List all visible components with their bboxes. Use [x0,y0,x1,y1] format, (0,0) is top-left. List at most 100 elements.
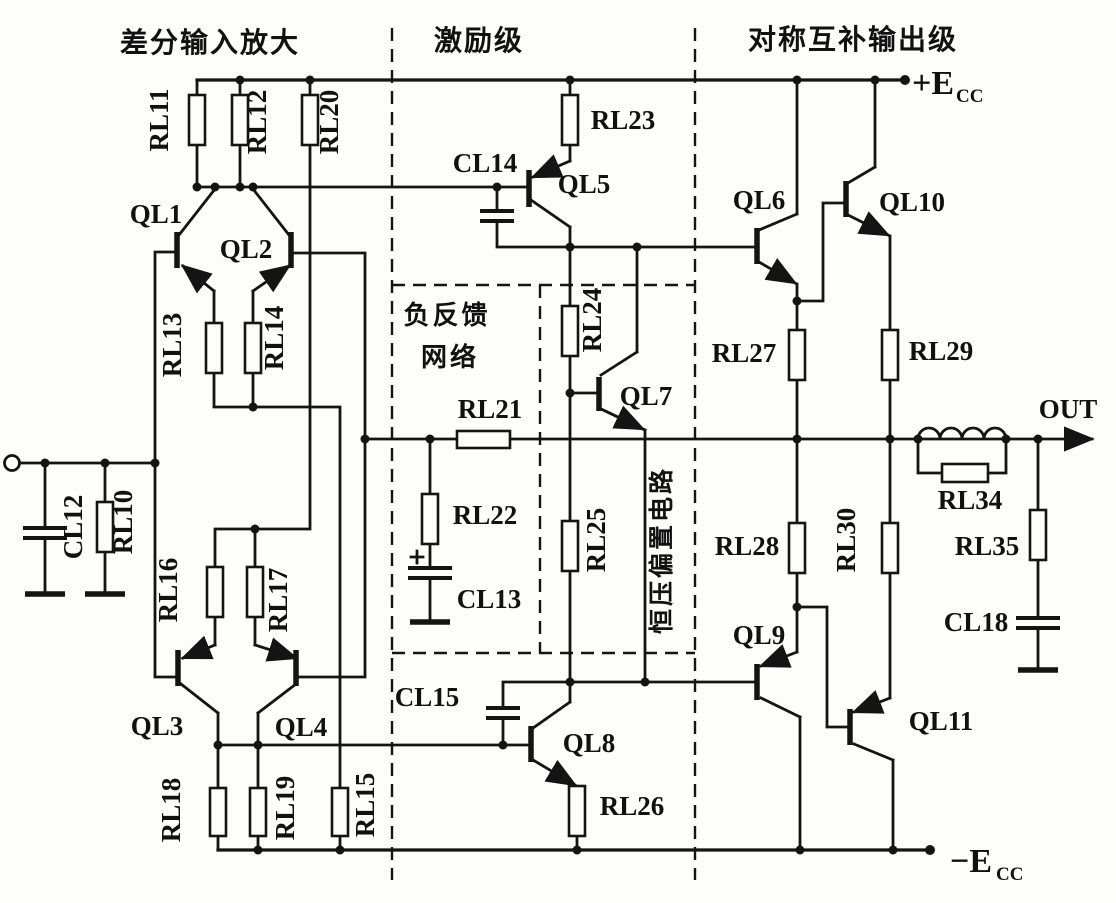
transistor-emitter-arrows [180,154,892,787]
label-rl17: RL17 [263,568,293,633]
resistor-rl34 [940,462,990,484]
ql6-emitter [757,258,798,285]
resistor-rl23 [560,93,580,147]
wire [757,78,1040,852]
transistor-bars [174,170,853,762]
capacitor-cl12 [23,526,67,540]
input-terminal [3,454,21,472]
resistor-rl19 [248,786,268,838]
ql2-emitter [251,264,292,293]
junction-dots [40,75,1043,855]
label-rl10: RL10 [108,490,138,555]
resistor-rl15 [330,786,350,838]
resistor-rl11 [187,93,207,147]
ql11-emitter [851,690,892,714]
resistor-rl14 [243,321,263,375]
stage-titles: 差分输入放大 激励级 对称互补输出级 [120,23,958,59]
capacitors [23,209,1060,720]
resistor-rl26 [567,784,587,838]
resistor-rl30 [880,521,900,575]
label-ql4: QL4 [275,712,328,742]
resistors [95,93,1048,838]
resistor-rl13 [204,321,224,375]
label-rl12: RL12 [242,90,272,155]
label-rl13: RL13 [157,313,187,378]
label-ql7: QL7 [620,381,673,411]
ql1-emitter [180,264,216,294]
label-cl15: CL15 [395,682,460,712]
resistor-rl22 [420,492,440,546]
wire [18,78,530,852]
dashed-dividers-and-boxes [390,28,697,880]
resistor-rl20 [300,93,320,147]
title-output-stage: 对称互补输出级 [748,23,958,56]
ql8-emitter [531,758,578,787]
ql7-emitter [599,405,646,431]
out-terminal-label: OUT [1039,394,1098,424]
resistor-rl25 [560,519,580,573]
rail-labels: +E CC −E CC OUT [912,65,1097,885]
label-rl25: RL25 [581,508,611,573]
negative-rail-label: −E [950,843,992,880]
inductor-coil [916,426,1008,441]
label-rl29: RL29 [909,336,974,366]
title-driver-stage: 激励级 [434,25,524,57]
transistor-labels: QL1 QL2 QL3 QL4 QL5 QL6 QL7 QL8 QL9 QL10… [130,169,974,758]
label-ql11: QL11 [909,706,974,736]
label-rl16: RL16 [153,558,183,623]
positive-rail-sub: CC [956,86,983,107]
capacitor-cl13 [408,566,452,580]
label-rl30: RL30 [831,508,861,573]
resistor-rl10 [95,500,115,554]
label-rl26: RL26 [600,791,665,821]
block-labels: 负反馈 网络 恒压偏置电路 [403,301,676,634]
label-ql10: QL10 [879,187,945,217]
label-rl15: RL15 [350,773,380,838]
label-ql5: QL5 [558,169,611,199]
resistor-rl29 [880,328,900,382]
ql5-emitter [530,154,572,179]
feedback-box-label-line2: 网络 [421,342,479,372]
label-cl13: CL13 [457,584,522,614]
capacitor-labels: CL12 CL13 CL14 CL15 CL18 [58,148,1008,712]
resistor-rl12 [230,93,250,147]
resistor-rl16 [205,565,225,619]
label-ql2: QL2 [220,234,273,264]
label-rl35: RL35 [955,531,1020,561]
resistor-rl17 [245,565,265,619]
ground-symbols [25,591,1058,673]
resistor-rl18 [208,786,228,838]
label-rl11: RL11 [144,88,174,151]
label-rl27: RL27 [712,338,777,368]
label-rl28: RL28 [715,531,780,561]
ql10-emitter [846,211,891,237]
resistor-rl24 [560,304,580,358]
resistor-rl27 [787,328,807,382]
label-rl22: RL22 [453,500,518,530]
label-cl18: CL18 [944,607,1009,637]
label-rl21: RL21 [458,394,523,424]
ql4-emitter [253,637,299,662]
resistor-rl35 [1028,508,1048,562]
resistor-labels: RL11 RL12 RL20 RL13 RL14 RL16 RL17 RL18 … [108,88,1019,842]
label-rl24: RL24 [577,288,607,353]
resistor-rl21 [455,429,512,450]
label-rl23: RL23 [591,105,656,135]
resistor-rl28 [787,521,807,575]
ql3-emitter [180,635,217,660]
capacitor-cl15 [486,706,520,720]
ql9-emitter [758,644,799,668]
title-input-stage: 差分输入放大 [120,26,300,59]
capacitor-cl18 [1016,616,1060,630]
label-ql6: QL6 [733,185,786,215]
label-rl20: RL20 [314,90,344,155]
label-cl14: CL14 [453,148,518,178]
bias-box-label: 恒压偏置电路 [647,466,676,634]
positive-rail-label: +E [912,65,954,102]
label-ql1: QL1 [130,199,183,229]
feedback-box-label-line1: 负反馈 [403,301,490,330]
label-ql8: QL8 [563,728,616,758]
negative-rail-sub: CC [996,864,1023,885]
